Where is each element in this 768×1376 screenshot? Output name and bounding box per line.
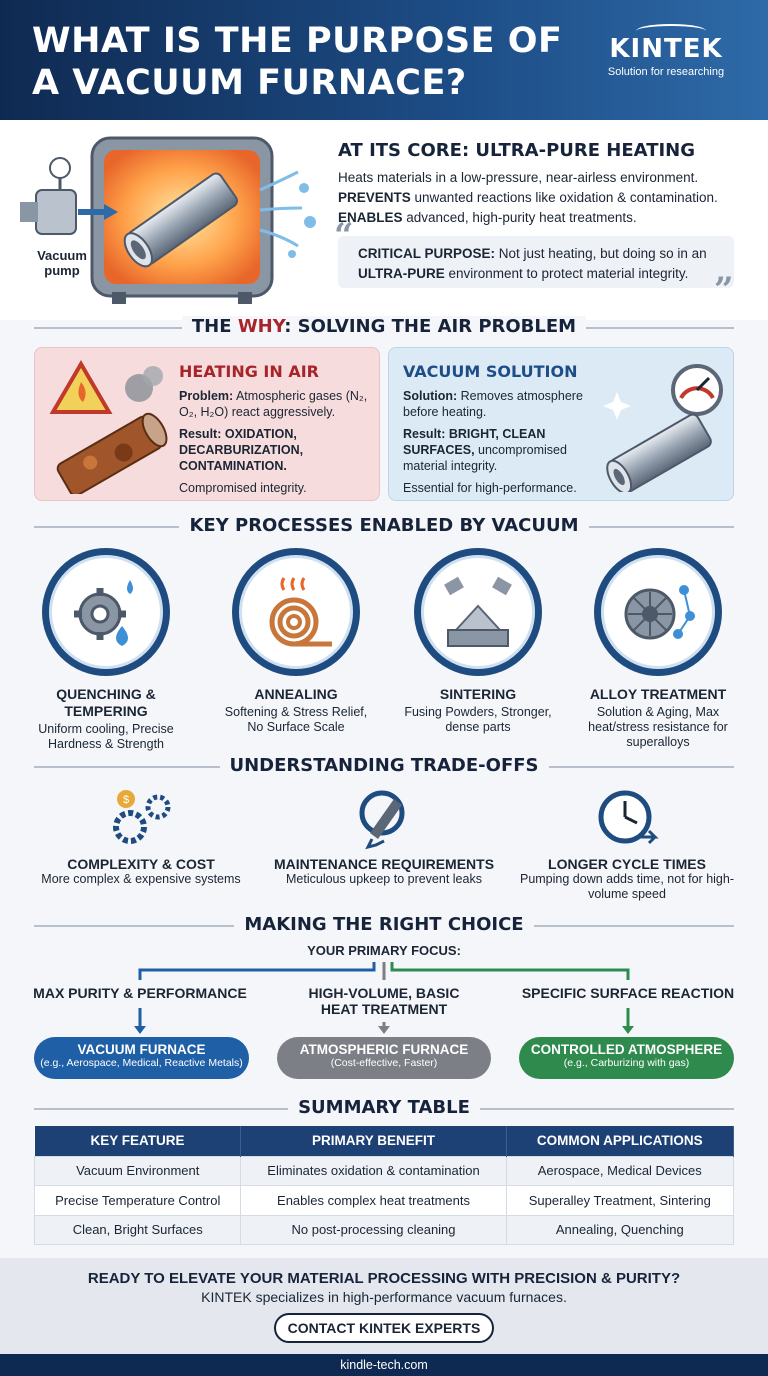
controlled-atmosphere-pill[interactable]: CONTROLLED ATMOSPHERE (e.g., Carburizing… — [519, 1037, 734, 1079]
heating-in-air-body: Problem: Atmospheric gases (N₂, O₂, H₂O)… — [179, 389, 368, 495]
wrench-icon — [259, 784, 509, 854]
process-desc: Solution & Aging, Max heat/stress resist… — [588, 705, 728, 749]
contact-experts-button[interactable]: CONTACT KINTEK EXPERTS — [273, 1313, 495, 1343]
open-quote-icon: “ — [334, 216, 354, 256]
summary-table: KEY FEATURE PRIMARY BENEFIT COMMON APPLI… — [33, 1126, 735, 1245]
vacuum-solution-card: VACUUM SOLUTION Solution: Removes atmosp… — [388, 347, 734, 501]
choice-label-surface: SPECIFIC SURFACE REACTION — [521, 985, 735, 1001]
cta-subtext: KINTEK specializes in high-performance v… — [201, 1289, 567, 1305]
table-cell: Annealing, Quenching — [505, 1214, 735, 1245]
choice-label-purity: MAX PURITY & PERFORMANCE — [33, 985, 247, 1001]
table-header: PRIMARY BENEFIT — [240, 1126, 507, 1156]
gear-droplet-icon — [42, 548, 170, 676]
core-line-3: ENABLES advanced, high-purity heat treat… — [338, 210, 637, 225]
table-cell: Vacuum Environment — [33, 1155, 242, 1186]
vacuum-furnace-pill[interactable]: VACUUM FURNACE (e.g., Aerospace, Medical… — [34, 1037, 249, 1079]
table-cell: Eliminates oxidation & contamination — [240, 1155, 507, 1186]
table-row: Precise Temperature Control Enables comp… — [33, 1185, 735, 1216]
footer-url-link[interactable]: kindle-tech.com — [0, 1354, 768, 1376]
atmospheric-furnace-pill[interactable]: ATMOSPHERIC FURNACE (Cost-effective, Fas… — [277, 1037, 491, 1079]
table-cell: Superalley Treatment, Sintering — [505, 1185, 735, 1216]
clock-icon — [502, 784, 752, 854]
heating-in-air-card: HEATING IN AIR Problem: Atmospheric gase… — [34, 347, 380, 501]
core-line-1: Heats materials in a low-pressure, near-… — [338, 170, 699, 185]
clean-pipe-gauge-icon — [603, 364, 723, 492]
table-cell: Aerospace, Medical Devices — [505, 1155, 735, 1186]
logo-swoosh-icon — [636, 24, 706, 38]
process-annealing: ANNEALING Softening & Stress Relief, No … — [216, 548, 376, 735]
kintek-logo[interactable]: KINTEK Solution for researching — [596, 24, 736, 78]
coil-heat-icon — [232, 548, 360, 676]
page-title: WHAT IS THE PURPOSE OF A VACUUM FURNACE? — [32, 21, 563, 103]
table-header: KEY FEATURE — [34, 1126, 242, 1156]
close-quote-icon: ” — [714, 270, 734, 310]
table-cell: Enables complex heat treatments — [240, 1185, 507, 1216]
vacuum-solution-body: Solution: Removes atmosphere before heat… — [403, 389, 583, 495]
tradeoff-cycle-time: LONGER CYCLE TIMES Pumping down adds tim… — [502, 784, 752, 902]
tradeoff-desc: Pumping down adds time, not for high-vol… — [519, 872, 734, 901]
process-desc: Softening & Stress Relief, No Surface Sc… — [224, 705, 368, 734]
tradeoff-name: COMPLEXITY & COST — [67, 856, 215, 872]
tradeoff-name: MAINTENANCE REQUIREMENTS — [273, 856, 495, 872]
vacuum-pump-label: Vacuum pump — [37, 248, 87, 278]
critical-purpose-quote: CRITICAL PURPOSE: Not just heating, but … — [338, 236, 734, 288]
tradeoff-desc: Meticulous upkeep to prevent leaks — [286, 872, 482, 886]
table-header-row: KEY FEATURE PRIMARY BENEFIT COMMON APPLI… — [34, 1126, 735, 1156]
svg-text:$: $ — [123, 794, 129, 806]
turbine-molecule-icon — [594, 548, 722, 676]
table-row: Vacuum Environment Eliminates oxidation … — [33, 1155, 735, 1186]
cta-headline: READY TO ELEVATE YOUR MATERIAL PROCESSIN… — [87, 1270, 681, 1287]
table-header: COMMON APPLICATIONS — [506, 1126, 735, 1156]
primary-focus-label: YOUR PRIMARY FOCUS: — [307, 943, 461, 958]
vacuum-solution-title: VACUUM SOLUTION — [403, 362, 578, 381]
tradeoffs-section-title: UNDERSTANDING TRADE-OFFS — [0, 755, 768, 776]
process-desc: Uniform cooling, Precise Hardness & Stre… — [38, 722, 174, 751]
header-banner: WHAT IS THE PURPOSE OF A VACUUM FURNACE?… — [0, 0, 768, 120]
process-name: QUENCHING & TEMPERING — [56, 686, 156, 719]
tradeoff-desc: More complex & expensive systems — [41, 872, 241, 886]
process-quenching: QUENCHING & TEMPERING Uniform cooling, P… — [26, 548, 186, 752]
tradeoff-complexity: $ COMPLEXITY & COST More complex & expen… — [16, 784, 266, 887]
table-cell: Clean, Bright Surfaces — [33, 1214, 242, 1245]
tradeoff-name: LONGER CYCLE TIMES — [548, 856, 706, 872]
vacuum-furnace-illustration — [20, 136, 316, 304]
core-line-2: PREVENTS unwanted reactions like oxidati… — [338, 190, 718, 205]
powder-block-icon — [414, 548, 542, 676]
core-section: Vacuum pump AT ITS CORE: ULTRA-PURE HEAT… — [0, 120, 768, 320]
table-row: Clean, Bright Surfaces No post-processin… — [33, 1214, 735, 1245]
table-cell: No post-processing cleaning — [240, 1214, 507, 1245]
gears-cost-icon: $ — [16, 784, 266, 854]
choice-label-volume: HIGH-VOLUME, BASIC HEAT TREATMENT — [308, 985, 460, 1017]
core-description: Heats materials in a low-pressure, near-… — [338, 168, 748, 228]
processes-section-title: KEY PROCESSES ENABLED BY VACUUM — [0, 515, 768, 536]
process-sintering: SINTERING Fusing Powders, Stronger, dens… — [398, 548, 558, 735]
heating-in-air-title: HEATING IN AIR — [179, 362, 319, 381]
tradeoff-maintenance: MAINTENANCE REQUIREMENTS Meticulous upke… — [259, 784, 509, 887]
process-name: ANNEALING — [254, 686, 338, 702]
decision-tree-connectors — [134, 962, 634, 1034]
process-name: ALLOY TREATMENT — [589, 686, 727, 702]
rusty-pipe-icon — [49, 360, 168, 494]
why-section-title: THE WHY: SOLVING THE AIR PROBLEM — [0, 316, 768, 337]
core-title: AT ITS CORE: ULTRA-PURE HEATING — [338, 140, 696, 161]
process-name: SINTERING — [439, 686, 517, 702]
table-cell: Precise Temperature Control — [33, 1185, 242, 1216]
process-alloy-treatment: ALLOY TREATMENT Solution & Aging, Max he… — [578, 548, 738, 750]
cta-section: READY TO ELEVATE YOUR MATERIAL PROCESSIN… — [0, 1258, 768, 1354]
choice-section-title: MAKING THE RIGHT CHOICE — [0, 914, 768, 935]
logo-brand: KINTEK — [609, 34, 723, 64]
summary-section-title: SUMMARY TABLE — [0, 1097, 768, 1118]
process-desc: Fusing Powders, Stronger, dense parts — [404, 705, 552, 734]
logo-tagline: Solution for researching — [607, 66, 725, 78]
